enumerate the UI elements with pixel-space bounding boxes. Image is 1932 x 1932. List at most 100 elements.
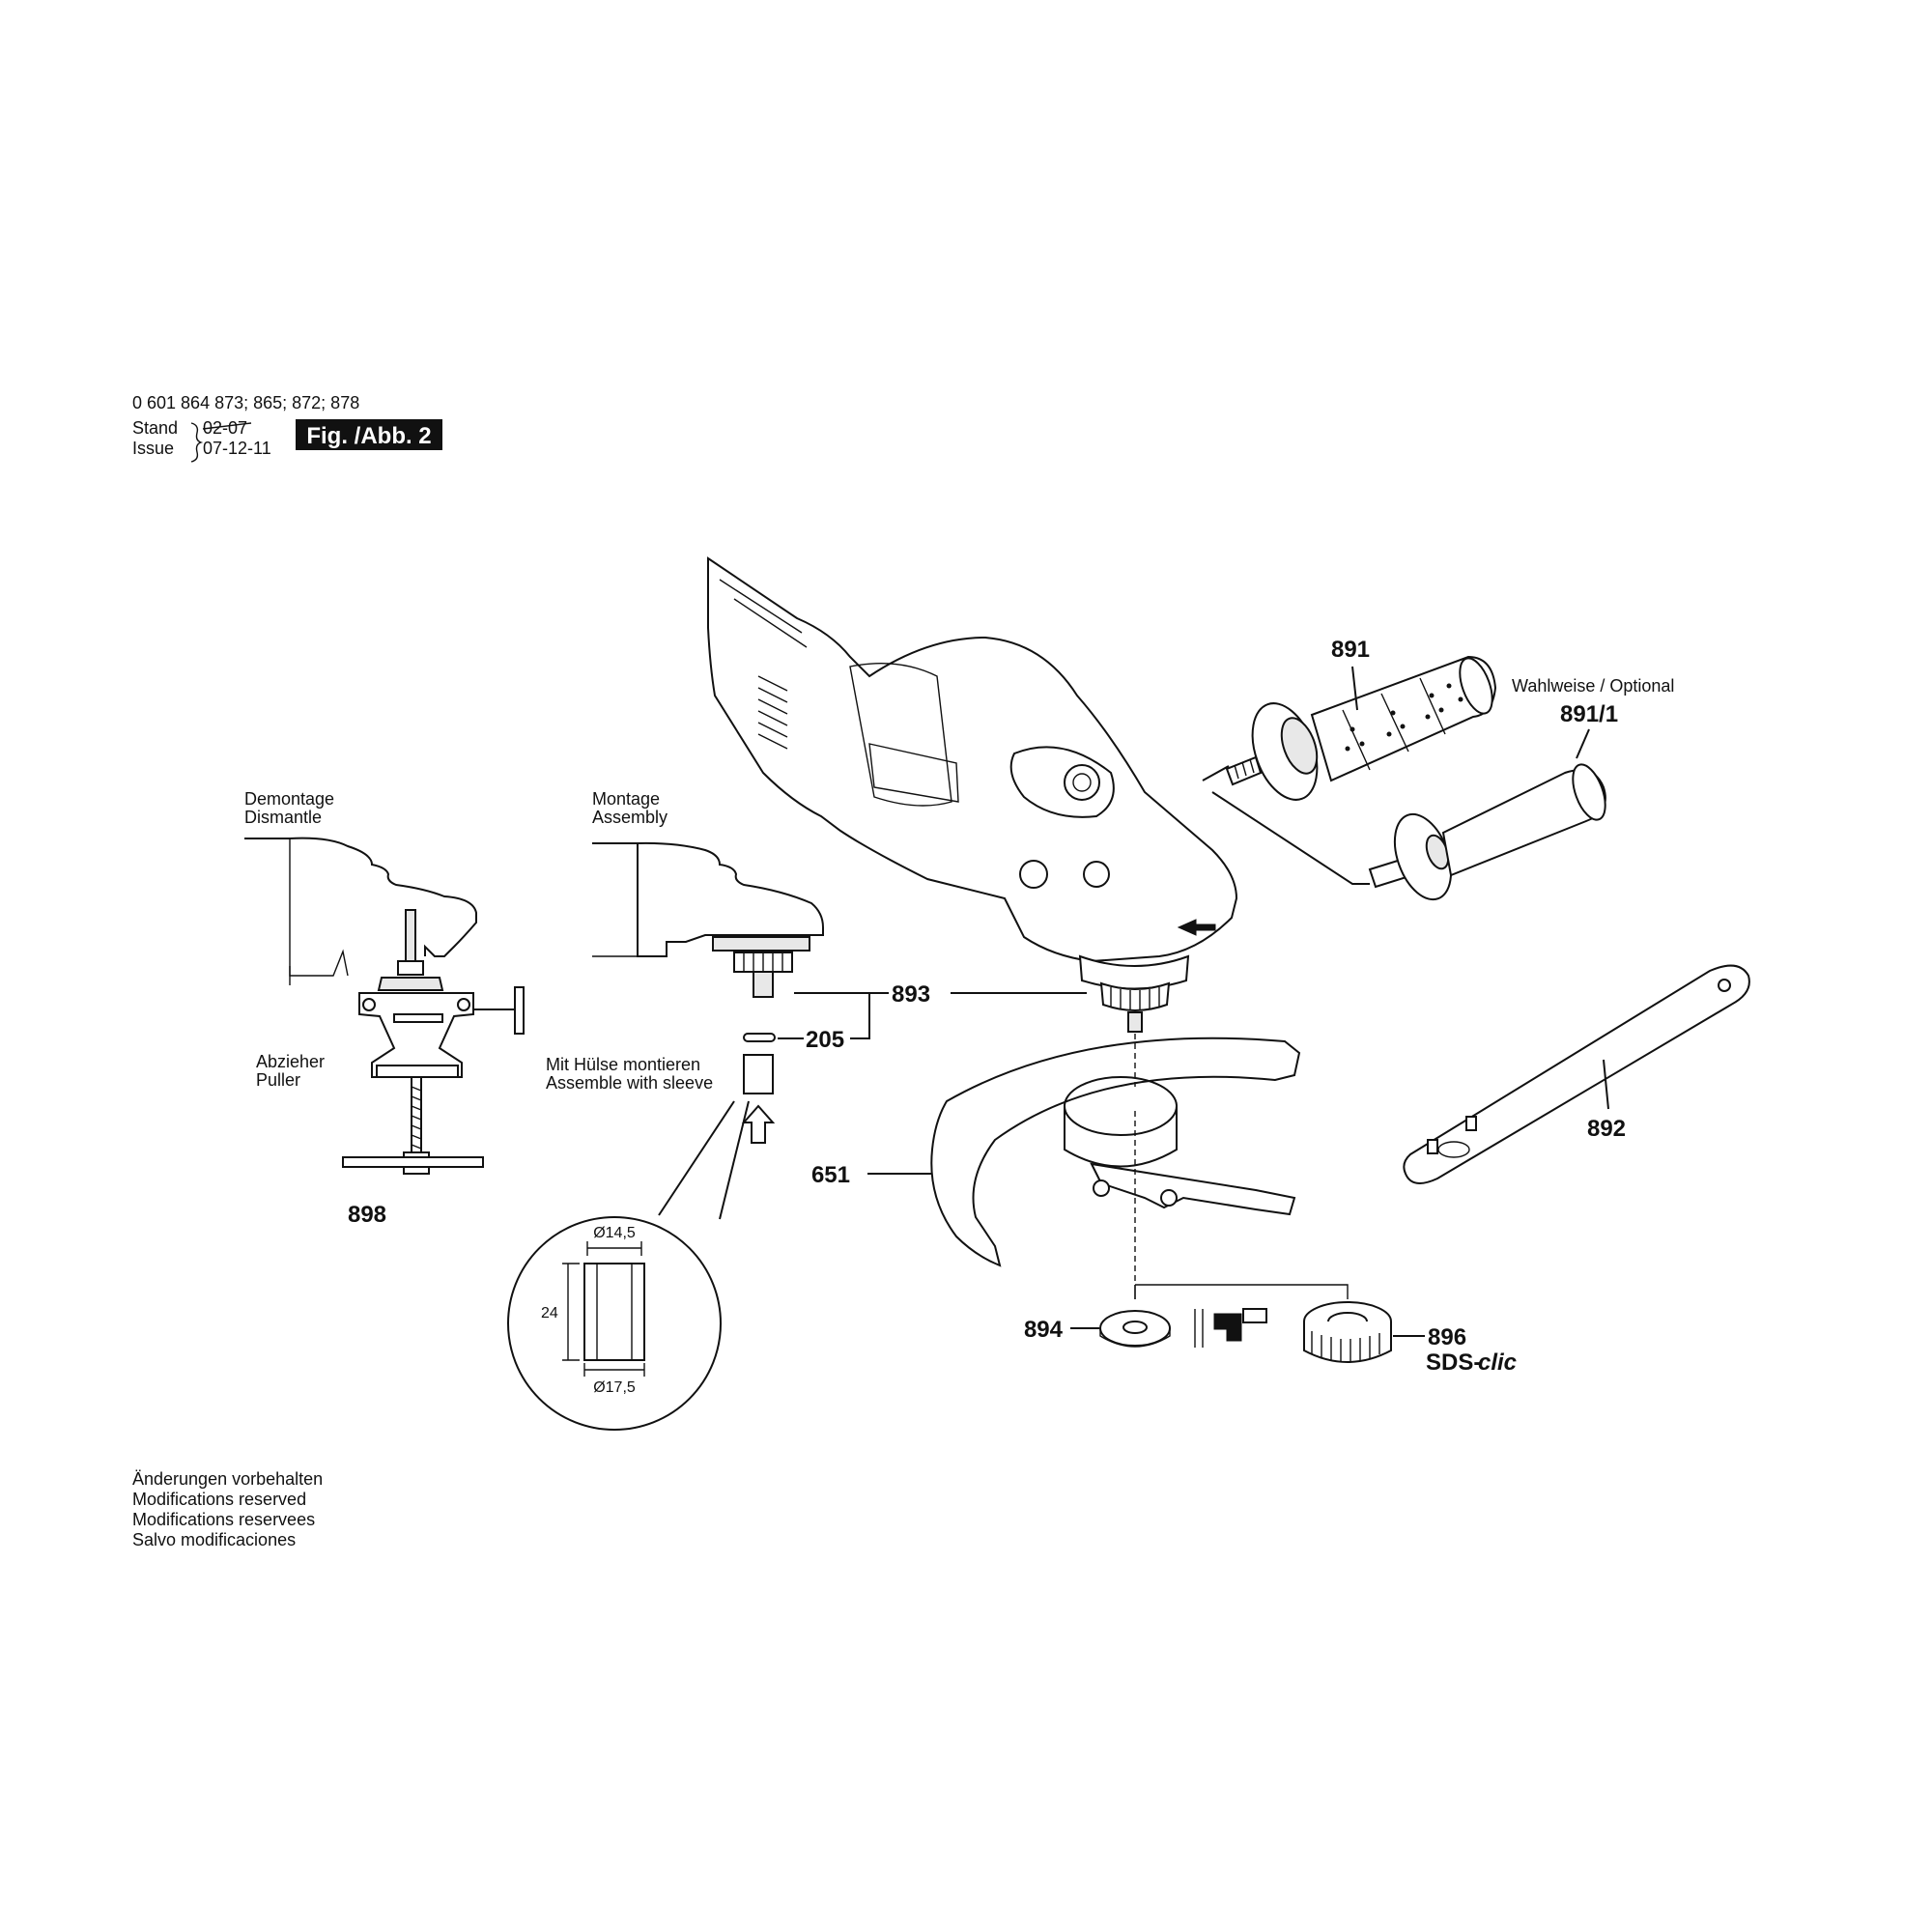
spindle-shaft <box>1127 1011 1143 1033</box>
puller-label-de: Abzieher <box>256 1052 325 1071</box>
auxiliary-handle-891: 891 <box>1202 637 1497 801</box>
puller-pin-right <box>457 998 470 1011</box>
leader-891-1 <box>1576 728 1590 759</box>
part-891: 891 <box>1331 637 1370 663</box>
sds-clic-suffix: clic <box>1478 1350 1517 1376</box>
spindle-nut-knurl <box>743 952 783 972</box>
angle-grinder <box>707 556 1238 1087</box>
handle-891-grip-bands <box>1342 677 1446 771</box>
detail-circle <box>507 1216 722 1431</box>
old-date: 02-07 <box>203 418 247 438</box>
flange-bore <box>1122 1321 1148 1334</box>
part-898: 898 <box>348 1202 386 1228</box>
puller-label-en: Puller <box>256 1070 300 1090</box>
dim-length: 24 <box>541 1305 558 1321</box>
t-handle-bar <box>342 1156 484 1168</box>
handle-891-end-cap <box>1459 657 1493 715</box>
housing-lower-edge <box>289 949 349 977</box>
part-651: 651 <box>811 1162 850 1188</box>
puller-spindle-tip <box>405 909 416 964</box>
grip-dots-icon <box>1345 683 1463 752</box>
handle-mount-hole-left <box>1019 860 1048 889</box>
puller-pin-left <box>362 998 376 1011</box>
dim-inner-diameter: Ø14,5 <box>593 1225 636 1241</box>
puller-crossbar <box>393 1013 443 1023</box>
leader-893-205-bracket <box>794 992 870 1039</box>
spanner-pin-left <box>1427 1139 1438 1154</box>
side-panel <box>868 743 959 803</box>
spanner-pin-base <box>1437 1141 1470 1158</box>
detail-leader-line-b <box>719 1100 750 1220</box>
assembly-section: Montage Assembly Mit Hülse montieren Ass… <box>546 789 1087 1144</box>
sleeve-label-en: Assemble with sleeve <box>546 1073 713 1093</box>
retaining-ring-205 <box>743 1033 776 1042</box>
leader-891-to-grinder <box>1202 765 1230 781</box>
part-892: 892 <box>1587 1116 1626 1142</box>
sleeve-detail-view: Ø14,5 24 Ø17,5 <box>507 1100 750 1431</box>
leader-891-1-to-grinder <box>1211 791 1370 885</box>
part-894: 894 <box>1024 1317 1064 1343</box>
leader-891 <box>1351 666 1358 711</box>
flange-leader-bracket <box>1134 1284 1349 1299</box>
spindle-nut <box>397 960 424 976</box>
footer-line-3: Modifications reservees <box>132 1510 315 1529</box>
spindle-thread <box>753 971 774 998</box>
sleeve-label-de: Mit Hülse montieren <box>546 1055 700 1074</box>
dismantle-section: Demontage Dismantle Abzieher Puller 898 <box>244 789 525 1228</box>
footer-line-2: Modifications reserved <box>132 1490 306 1509</box>
stand-label: Stand <box>132 418 178 438</box>
sds-clic-prefix: SDS- <box>1426 1350 1481 1376</box>
handle-891-thread-marks <box>1234 758 1255 780</box>
detail-leader-line-a <box>658 1100 735 1216</box>
grinder-housing-outline <box>707 556 1238 963</box>
assembly-housing-outline <box>592 841 824 957</box>
footer-notes: Änderungen vorbehalten Modifications res… <box>132 1469 323 1549</box>
brace-icon <box>190 422 204 463</box>
wheel-guard-651: 651 <box>811 1037 1301 1285</box>
puller-base-plate <box>376 1065 459 1078</box>
dismantle-de: Demontage <box>244 789 334 809</box>
guard-collar-body <box>1064 1106 1178 1168</box>
puller-side-handle <box>514 986 525 1035</box>
dim-outer-diameter: Ø17,5 <box>593 1379 636 1396</box>
issue-label: Issue <box>132 439 174 458</box>
guard-shell <box>930 1037 1301 1267</box>
figure-badge <box>296 419 442 450</box>
spanner-body <box>1403 964 1750 1184</box>
sleeve-tool <box>743 1054 774 1094</box>
handle-891-thread <box>1225 755 1263 786</box>
header-block: 0 601 864 873; 865; 872; 878 Stand Issue… <box>132 393 442 463</box>
part-205: 205 <box>806 1027 844 1053</box>
part-891-1: 891/1 <box>1560 701 1618 727</box>
gear-head-housing-outline <box>244 837 477 957</box>
leader-892 <box>1603 1059 1609 1110</box>
handle-891-1-end-cap <box>1572 763 1606 821</box>
spanner-pin-right <box>1465 1116 1477 1131</box>
handle-mount-hole-front <box>1083 861 1110 888</box>
part-896: 896 <box>1428 1324 1466 1350</box>
grip-panel <box>849 663 952 807</box>
optional-handle-891-1: Wahlweise / Optional 891/1 <box>1211 676 1674 901</box>
strikethrough-line <box>202 422 252 430</box>
footer-line-1: Änderungen vorbehalten <box>132 1469 323 1489</box>
assembly-en: Assembly <box>592 808 668 827</box>
spanner-hole <box>1718 979 1731 992</box>
dismantle-en: Dismantle <box>244 808 322 827</box>
sleeve-cross-section <box>583 1263 645 1361</box>
sds-clic-nut-body <box>1303 1321 1392 1363</box>
puller-collar <box>377 977 444 991</box>
optional-label: Wahlweise / Optional <box>1512 676 1674 696</box>
puller-frame <box>358 992 474 1078</box>
rotation-arrow-icon <box>1177 919 1216 936</box>
figure-label: Fig. /Abb. 2 <box>306 423 431 449</box>
assembly-de: Montage <box>592 789 660 809</box>
sds-clic-nut-knurl <box>1311 1331 1380 1362</box>
spindle-collar <box>1099 981 1171 1011</box>
clamp-screw-right <box>1160 1189 1178 1207</box>
flange-rim <box>1099 1328 1171 1348</box>
gear-flange <box>1078 954 1190 990</box>
handle-891-guard-hub <box>1280 717 1319 775</box>
part-numbers: 0 601 864 873; 865; 872; 878 <box>132 393 359 412</box>
flange-and-nut: 894 896 SDS- clic <box>1024 1284 1517 1376</box>
